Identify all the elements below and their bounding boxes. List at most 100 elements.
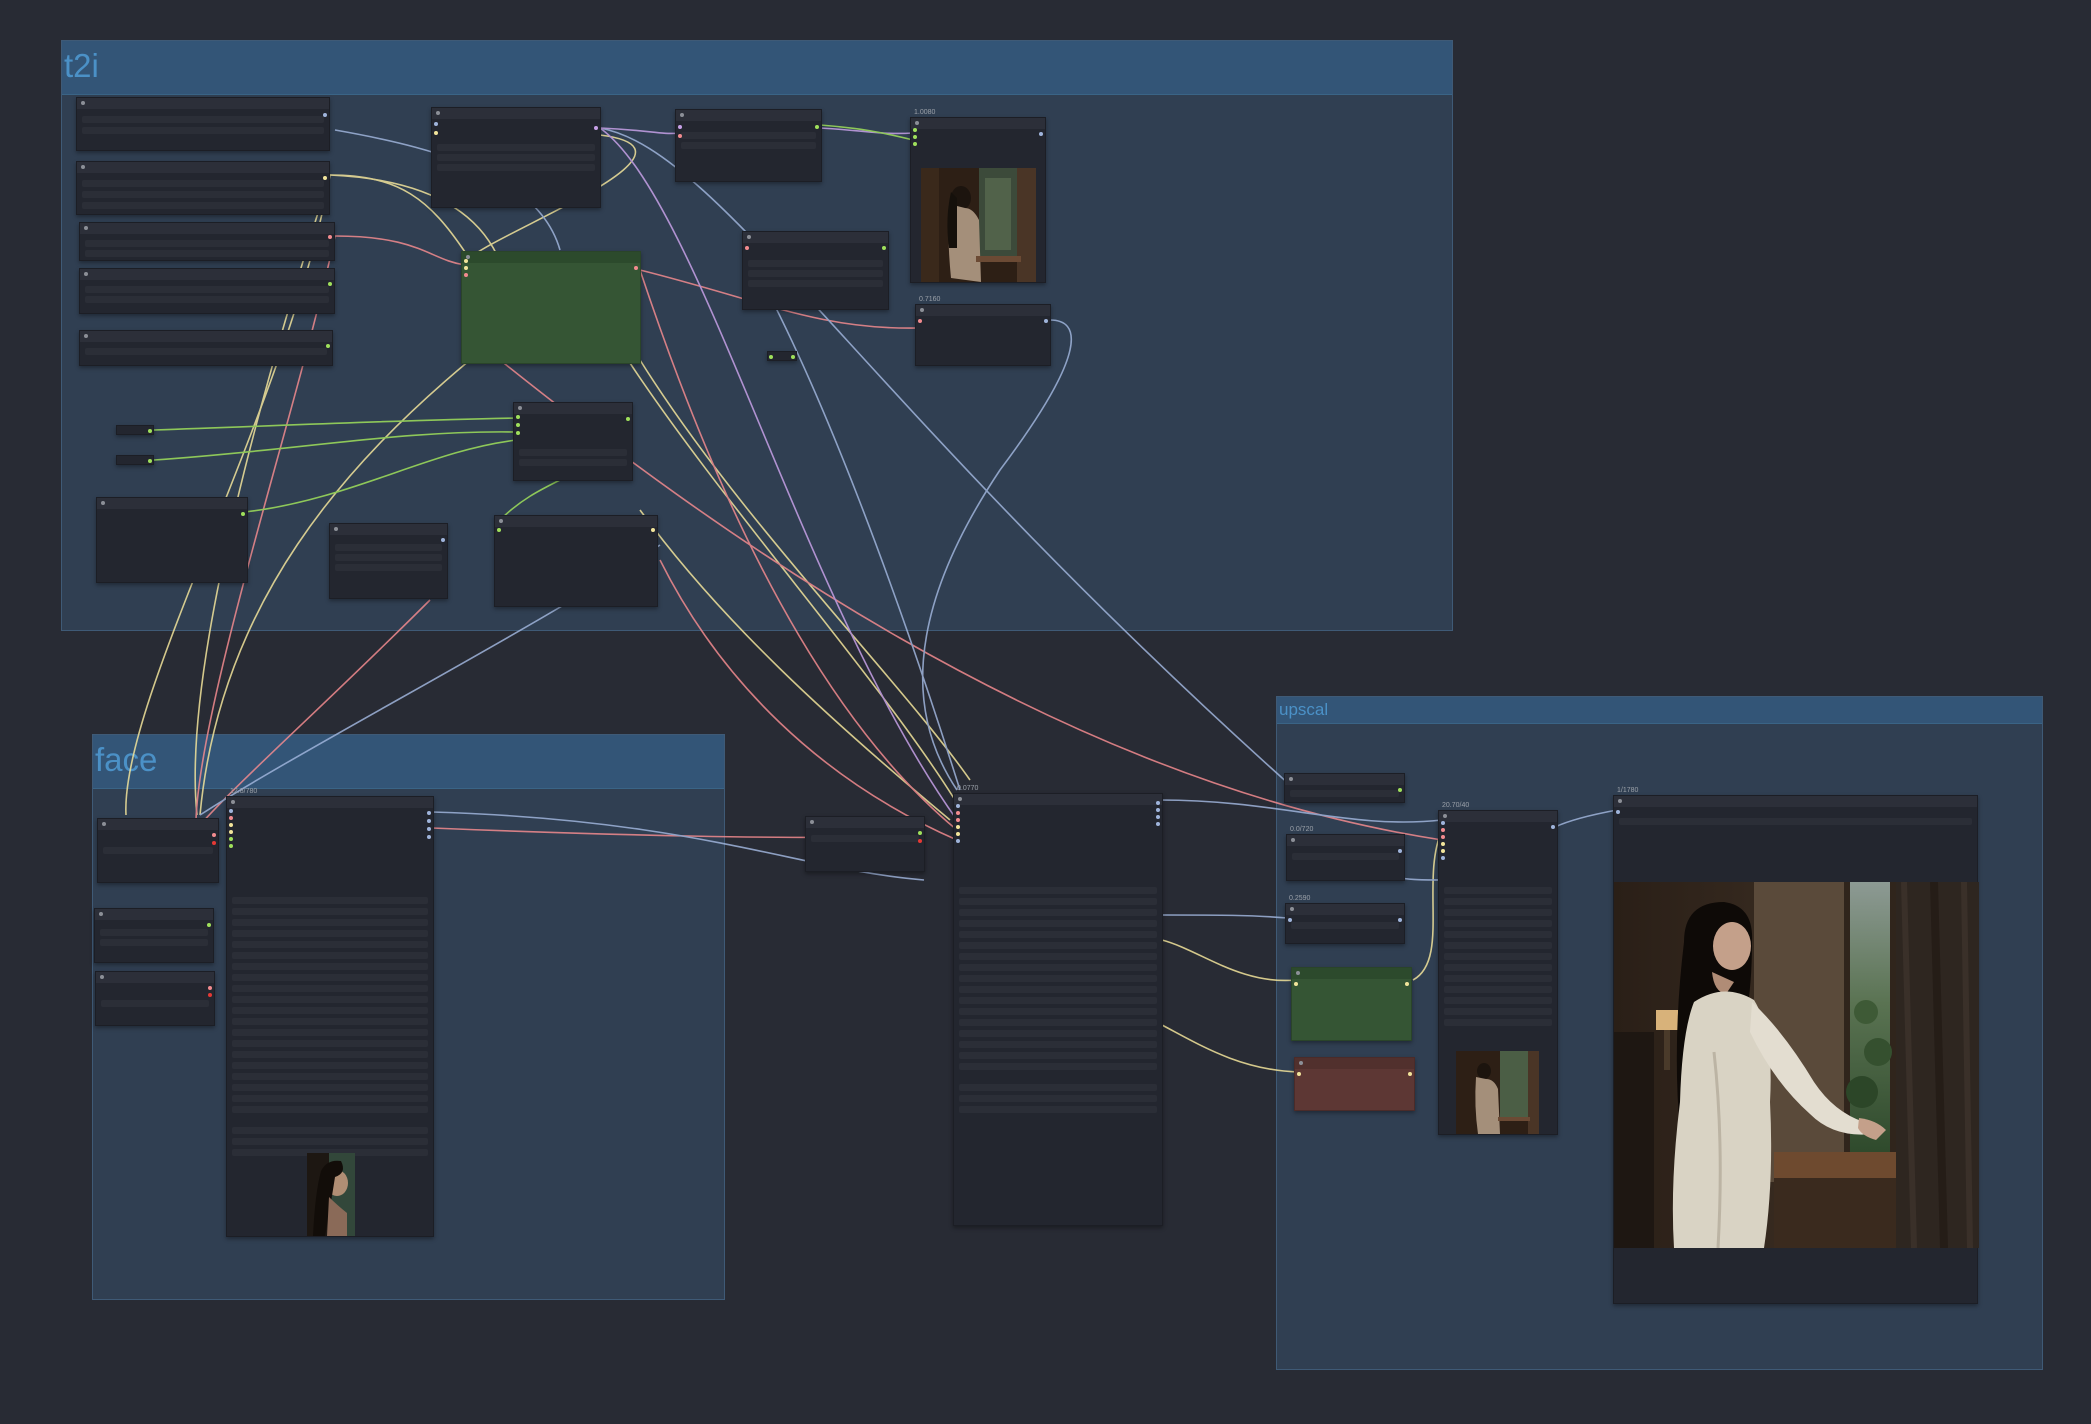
vae-decode-node[interactable] — [742, 231, 889, 310]
collapse-dot-icon[interactable] — [1289, 777, 1293, 781]
steps-node[interactable] — [116, 455, 154, 465]
upscale-model-loader-node[interactable]: 0.2590 — [1285, 895, 1405, 944]
node-widget[interactable] — [232, 1062, 428, 1069]
ksampler-advanced-node[interactable]: 0.0770 — [953, 785, 1163, 1226]
node-widget[interactable] — [1290, 790, 1399, 797]
node-header[interactable] — [1287, 835, 1404, 846]
collapse-dot-icon[interactable] — [231, 800, 235, 804]
input-port[interactable] — [956, 804, 960, 808]
node-widget[interactable] — [681, 142, 816, 149]
node-widget[interactable] — [959, 898, 1157, 905]
node-widget[interactable] — [82, 202, 324, 209]
node-header[interactable] — [80, 269, 334, 280]
collapse-dot-icon[interactable] — [81, 101, 85, 105]
latent-scheduler-node[interactable] — [513, 402, 633, 481]
node-widget[interactable] — [811, 835, 919, 842]
empty-latent-node[interactable] — [79, 330, 333, 366]
output-port[interactable] — [212, 833, 216, 837]
ultimate-upscale-node[interactable]: 20.70/40 — [1438, 802, 1558, 1135]
output-port[interactable] — [1551, 825, 1555, 829]
node-widget[interactable] — [748, 280, 883, 287]
node-widget[interactable] — [232, 908, 428, 915]
output-port[interactable] — [208, 986, 212, 990]
node-widget[interactable] — [959, 1030, 1157, 1037]
generated-image-thumbnail[interactable] — [921, 168, 1036, 282]
node-header[interactable] — [80, 331, 332, 342]
output-port[interactable] — [1398, 788, 1402, 792]
output-port[interactable] — [1156, 815, 1160, 819]
node-widget[interactable] — [959, 1095, 1157, 1102]
node-header[interactable] — [432, 108, 600, 119]
upscale-load-image-node[interactable] — [1284, 773, 1405, 803]
node-header[interactable] — [80, 223, 334, 234]
input-port[interactable] — [678, 134, 682, 138]
node-header[interactable] — [743, 232, 888, 243]
node-widget[interactable] — [1292, 853, 1399, 860]
node-widget[interactable] — [82, 180, 324, 187]
output-port[interactable] — [651, 528, 655, 532]
checkpoint-loader-node[interactable] — [76, 97, 330, 151]
node-header[interactable] — [97, 498, 247, 509]
node-header[interactable] — [514, 403, 632, 414]
collapse-dot-icon[interactable] — [99, 912, 103, 916]
node-widget[interactable] — [232, 919, 428, 926]
node-header[interactable] — [330, 524, 447, 535]
node-widget[interactable] — [232, 897, 428, 904]
node-widget[interactable] — [232, 1149, 428, 1156]
node-header[interactable] — [495, 516, 657, 527]
node-widget[interactable] — [232, 1007, 428, 1014]
node-widget[interactable] — [959, 1106, 1157, 1113]
node-widget[interactable] — [103, 847, 213, 854]
collapse-dot-icon[interactable] — [1296, 971, 1300, 975]
node-widget[interactable] — [232, 985, 428, 992]
output-port[interactable] — [1398, 918, 1402, 922]
node-widget[interactable] — [232, 1127, 428, 1134]
output-port[interactable] — [791, 355, 795, 359]
node-header[interactable] — [77, 162, 329, 173]
input-port[interactable] — [1616, 810, 1620, 814]
collapse-dot-icon[interactable] — [747, 235, 751, 239]
face-crop-thumbnail[interactable] — [307, 1153, 355, 1236]
output-port[interactable] — [1156, 808, 1160, 812]
node-widget[interactable] — [748, 270, 883, 277]
node-widget[interactable] — [959, 1019, 1157, 1026]
input-port[interactable] — [956, 811, 960, 815]
output-port[interactable] — [1156, 822, 1160, 826]
input-port[interactable] — [229, 837, 233, 841]
node-widget[interactable] — [1444, 942, 1552, 949]
input-port[interactable] — [956, 839, 960, 843]
input-port[interactable] — [516, 423, 520, 427]
node-header[interactable] — [954, 794, 1162, 805]
input-port[interactable] — [229, 830, 233, 834]
output-port[interactable] — [427, 819, 431, 823]
collapse-dot-icon[interactable] — [1299, 1061, 1303, 1065]
node-widget[interactable] — [85, 348, 327, 355]
group-header[interactable]: face — [93, 735, 724, 789]
image-save-node[interactable]: 0.7160 — [915, 296, 1051, 366]
collapse-dot-icon[interactable] — [334, 527, 338, 531]
node-widget[interactable] — [232, 1095, 428, 1102]
input-port[interactable] — [434, 122, 438, 126]
input-port[interactable] — [769, 355, 773, 359]
output-port[interactable] — [918, 839, 922, 843]
node-widget[interactable] — [959, 975, 1157, 982]
node-widget[interactable] — [232, 1138, 428, 1145]
input-port[interactable] — [229, 809, 233, 813]
node-widget[interactable] — [335, 554, 442, 561]
node-widget[interactable] — [959, 909, 1157, 916]
model-sampling-node[interactable] — [431, 107, 601, 208]
output-port[interactable] — [594, 126, 598, 130]
output-port[interactable] — [328, 235, 332, 239]
collapse-dot-icon[interactable] — [84, 334, 88, 338]
preview-image-node[interactable]: 1.0080 — [910, 109, 1046, 283]
node-header[interactable] — [1614, 796, 1977, 807]
node-widget[interactable] — [1444, 997, 1552, 1004]
group-header[interactable]: upscal — [1277, 697, 2042, 724]
node-widget[interactable] — [748, 260, 883, 267]
node-widget[interactable] — [232, 952, 428, 959]
input-port[interactable] — [956, 825, 960, 829]
node-widget[interactable] — [519, 449, 627, 456]
node-widget[interactable] — [232, 1018, 428, 1025]
input-port[interactable] — [1294, 982, 1298, 986]
output-port[interactable] — [441, 538, 445, 542]
